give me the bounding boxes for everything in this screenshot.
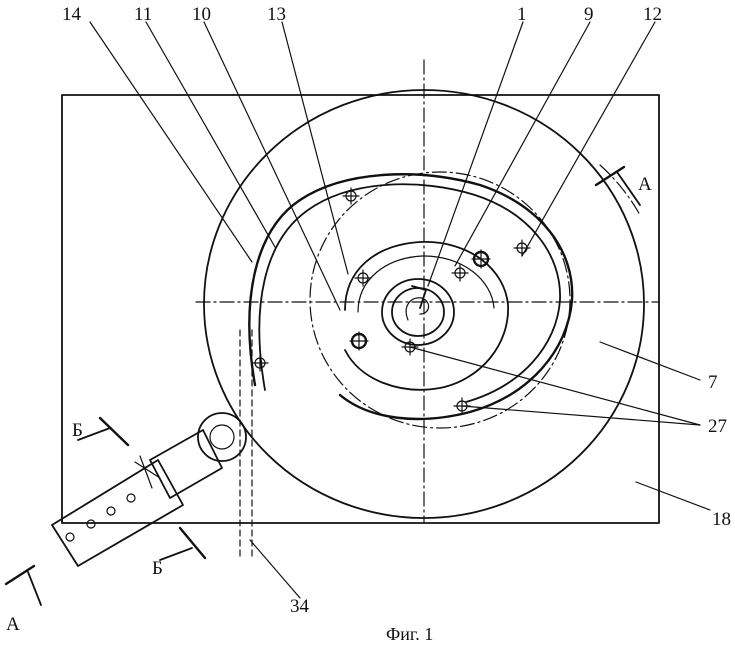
holes	[251, 187, 531, 415]
dashdot-circle-outer	[599, 164, 641, 216]
label-27: 27	[708, 416, 727, 437]
label-10: 10	[192, 4, 211, 25]
label-section-a-top: А	[638, 174, 652, 195]
label-section-a-bottom: А	[6, 614, 20, 635]
base-plate	[61, 94, 660, 524]
section-mark-a-bottom	[4, 564, 42, 606]
label-12: 12	[643, 4, 662, 25]
label-9: 9	[584, 4, 594, 25]
label-1: 1	[517, 4, 527, 25]
leader-lines	[89, 21, 711, 599]
hub-inner-ring	[391, 287, 445, 337]
outer-spiral-track-inner	[258, 183, 561, 403]
section-mark-b-left	[77, 416, 130, 447]
hub-outer-ring	[381, 278, 455, 346]
outer-spiral-track	[248, 173, 574, 421]
dashdot-circle-middle	[309, 171, 571, 429]
label-14: 14	[62, 4, 82, 25]
middle-spiral-track	[344, 241, 509, 391]
dashed-channel	[239, 329, 253, 561]
label-18: 18	[712, 509, 731, 530]
section-mark-a-top	[594, 165, 641, 206]
hub-key	[411, 285, 427, 309]
section-mark-b-right	[159, 526, 207, 561]
label-7: 7	[708, 372, 718, 393]
figure-caption: Фиг. 1	[386, 624, 433, 644]
middle-spiral-track-inner	[357, 255, 495, 313]
label-section-b-left: Б	[72, 420, 83, 441]
hub-spiral	[405, 297, 430, 321]
arm-assembly	[51, 412, 247, 567]
outer-disc	[203, 89, 645, 519]
label-13: 13	[267, 4, 286, 25]
label-11: 11	[134, 4, 152, 25]
label-34: 34	[290, 596, 310, 617]
label-section-b-right: Б	[152, 558, 163, 579]
